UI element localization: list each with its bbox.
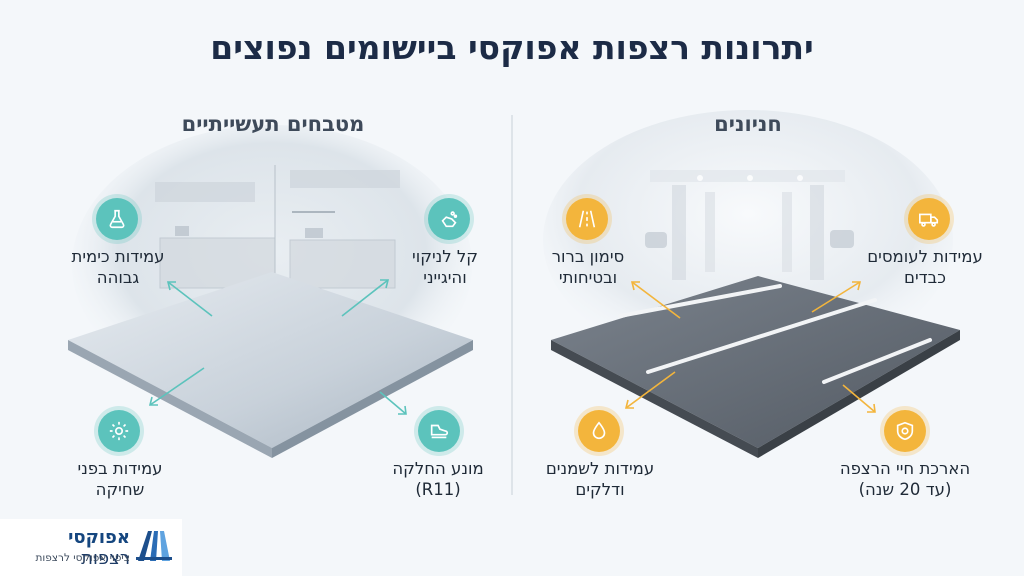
feature-lifespan: הארכת חיי הרצפה (עד 20 שנה) — [825, 458, 985, 500]
brand-name-strong: אפוקסי — [68, 527, 130, 548]
feature-oils-line2: ודלקים — [575, 480, 625, 499]
feature-chemical-line1: עמידות כימית — [71, 247, 165, 266]
kitchen-floor-slab — [68, 272, 473, 448]
kitchen-slab-edge-right — [272, 340, 473, 458]
feature-easy-cleaning: קל לניקוי והיגייני — [365, 246, 525, 288]
brand-name-light: רצפות — [81, 548, 130, 569]
kitchens-panel-title: מטבחים תעשייתיים — [181, 112, 365, 136]
feature-marking-line2: ובטיחותי — [558, 268, 618, 287]
feature-heavy-line1: עמידות לעומסים — [867, 247, 983, 266]
feature-heavy-loads: עמידות לעומסים כבדים — [845, 246, 1005, 288]
feature-lifespan-line2: (עד 20 שנה) — [858, 480, 952, 499]
feature-lifespan-line1: הארכת חיי הרצפה — [839, 459, 971, 478]
road-icon — [566, 198, 608, 240]
brand-name: אפוקסי רצפות — [18, 527, 130, 569]
feature-antislip-line2: (R11) — [415, 480, 461, 499]
parking-slab-edge-left — [551, 340, 758, 458]
feature-antislip-line1: מונע החלקה — [392, 459, 484, 478]
shoe-icon — [418, 410, 460, 452]
truck-icon — [908, 198, 950, 240]
feature-abrasion-line1: עמידות בפני — [77, 459, 163, 478]
parking-panel-title: חניונים — [714, 112, 782, 136]
kitchen-arrows — [148, 279, 407, 415]
brand-tagline: ציפוי אפוקסי לרצפות — [35, 552, 130, 564]
gear-icon — [98, 410, 140, 452]
parking-arrows — [624, 281, 876, 413]
brand-mark-icon — [136, 531, 172, 561]
cleaning-hand-icon — [428, 198, 470, 240]
kitchen-slab-edge-left — [68, 340, 272, 458]
feature-marking-line1: סימון ברור — [551, 247, 625, 266]
feature-oils-line1: עמידות לשמנים — [545, 459, 655, 478]
page-title: יתרונות רצפות אפוקסי ביישומים נפוצים — [210, 28, 814, 67]
feature-chemical-resistance: עמידות כימית גבוהה — [38, 246, 198, 288]
feature-oil-resistance: עמידות לשמנים ודלקים — [520, 458, 680, 500]
flask-icon — [96, 198, 138, 240]
parking-garage-structure — [645, 170, 854, 280]
kitchen-cabinets — [155, 165, 400, 292]
feature-cleaning-line2: והיגייני — [423, 268, 467, 287]
brand-logo: אפוקסי רצפות ציפוי אפוקסי לרצפות — [0, 519, 182, 576]
feature-chemical-line2: גבוהה — [96, 268, 140, 287]
parking-floor-slab — [551, 276, 960, 448]
parking-slab-edge-right — [758, 330, 960, 458]
feature-cleaning-line1: קל לניקוי — [412, 247, 478, 266]
parking-lane-markings — [618, 284, 932, 384]
feature-abrasion-resistance: עמידות בפני שחיקה — [40, 458, 200, 500]
feature-anti-slip: מונע החלקה (R11) — [358, 458, 518, 500]
droplet-icon — [578, 410, 620, 452]
feature-clear-marking: סימון ברור ובטיחותי — [508, 246, 668, 288]
shield-icon — [884, 410, 926, 452]
feature-abrasion-line2: שחיקה — [95, 480, 145, 499]
feature-heavy-line2: כבדים — [904, 268, 946, 287]
